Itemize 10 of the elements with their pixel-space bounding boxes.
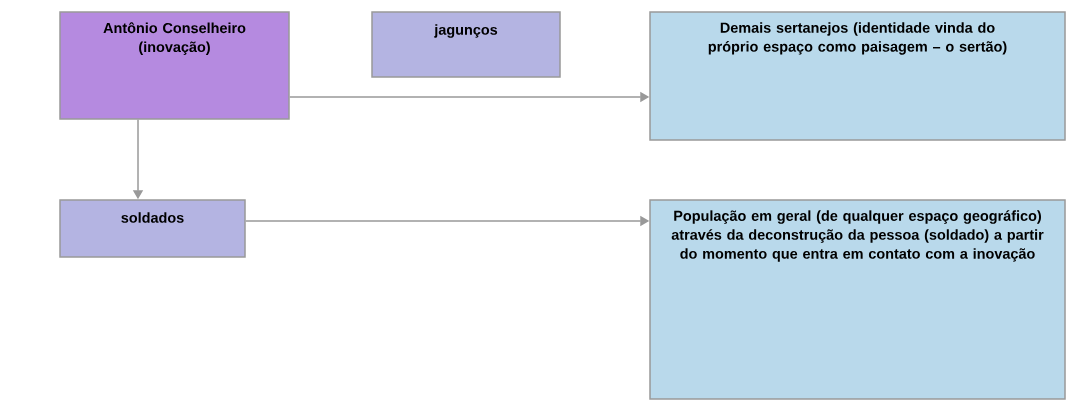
- box-text: soldados: [121, 212, 184, 223]
- process-box: [59, 11, 290, 120]
- process-box: [59, 199, 246, 258]
- process-box: [649, 199, 1066, 400]
- box-text: Antônio Conselheiro (inovação): [103, 22, 246, 55]
- box-text: Demais sertanejos (identidade vinda do próprio espaço como paisagem – o sertão): [708, 22, 1007, 55]
- box-text: jagunços: [434, 24, 498, 38]
- box-text: População em geral (de qualquer espaço geográfico) através da deconstrução da pessoa (soldado) a partir do momento que entra em contato com a inovação: [671, 210, 1044, 262]
- process-box: [649, 11, 1066, 141]
- process-box: [371, 11, 561, 78]
